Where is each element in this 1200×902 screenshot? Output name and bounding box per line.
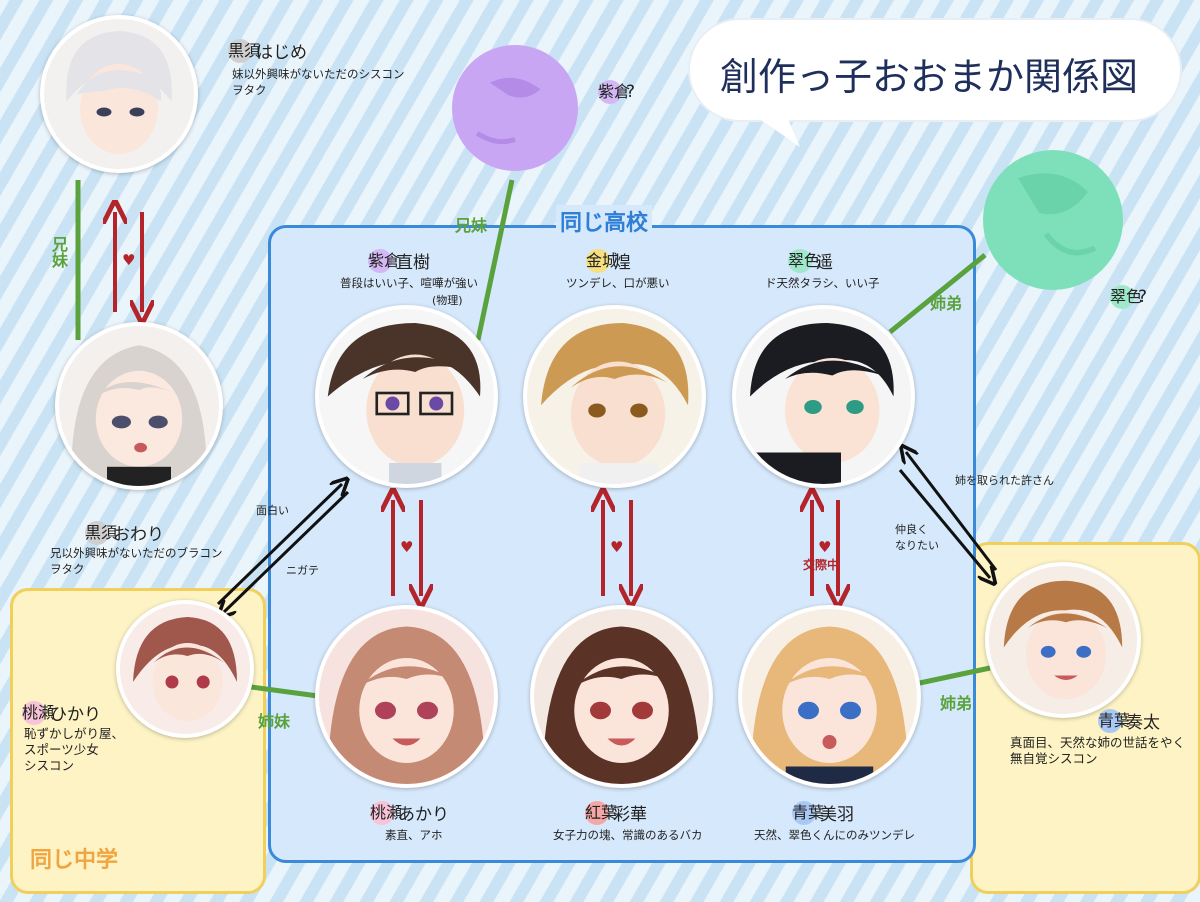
name-suishoku-unknown: 翠色? <box>1110 285 1147 309</box>
label-kurosu-siblings: 兄妹 <box>46 236 70 268</box>
line-aoba-siblings <box>915 668 990 684</box>
desc-naoki-note: (物理) <box>432 292 463 308</box>
line-momose-sisters <box>244 686 318 696</box>
label-aoba-siblings: 姉弟 <box>940 690 972 714</box>
name-ayaka: 紅葉彩華 <box>585 800 647 825</box>
avatar-miu <box>738 605 921 788</box>
name-naoki: 紫倉直樹 <box>368 248 430 273</box>
label-suishoku-siblings: 姉弟 <box>930 290 962 314</box>
heart-kou-ayaka: ♥ <box>610 538 623 556</box>
avatar-ayaka <box>530 605 713 788</box>
desc-haruka: ド天然タラシ、いい子 <box>765 275 880 291</box>
name-shikura-unknown: 紫倉? <box>598 80 635 104</box>
label-momose-sisters: 姉妹 <box>258 708 290 732</box>
label-souta-to-haruka: 姉を取られた許さん <box>955 472 1054 488</box>
avatar-haruka <box>732 305 915 488</box>
heart-kurosu: ♥ <box>122 251 135 269</box>
label-dating: 交際中 <box>803 556 839 573</box>
name-miu: 青葉美羽 <box>792 800 854 825</box>
name-souta: 青葉奏太 <box>1098 708 1160 733</box>
heart-haruka-miu: ♥ <box>818 538 831 556</box>
desc-souta: 真面目、天然な姉の世話をやく無自覚シスコン <box>1010 735 1185 767</box>
desc-hikari: 恥ずかしがり屋、スポーツ少女シスコン <box>24 726 124 774</box>
label-shikura-siblings: 兄妹 <box>455 212 487 236</box>
avatar-naoki <box>315 305 498 488</box>
name-hajime: 黒須はじめ <box>228 38 307 63</box>
desc-kou: ツンデレ、口が悪い <box>566 275 670 291</box>
label-haruka-to-souta: 仲良く なりたい <box>895 522 939 554</box>
desc-miu: 天然、翠色くんにのみツンデレ <box>754 827 915 843</box>
name-kou: 金城煌 <box>586 248 631 273</box>
label-naoki-to-hikari: ニガテ <box>286 562 319 578</box>
name-owari: 黒須おわり <box>85 520 164 545</box>
avatar-owari <box>55 322 223 490</box>
name-hikari: 桃瀬ひかり <box>22 700 101 725</box>
avatar-hajime <box>40 15 198 173</box>
name-haruka: 翠色遥 <box>788 248 833 273</box>
avatar-hikari <box>116 600 254 738</box>
avatar-shikura-unknown <box>452 45 578 171</box>
desc-hajime: 妹以外興味がないただのシスコンヲタク <box>232 66 405 98</box>
label-hikari-to-naoki: 面白い <box>256 502 289 518</box>
avatar-souta <box>985 562 1141 718</box>
heart-naoki-akari: ♥ <box>400 538 413 556</box>
avatar-kou <box>523 305 706 488</box>
line-shikura-siblings <box>478 180 512 340</box>
name-akari: 桃瀬あかり <box>370 800 449 825</box>
desc-naoki: 普段はいい子、喧嘩が強い <box>340 275 478 291</box>
desc-ayaka: 女子力の塊、常識のあるバカ <box>553 827 703 843</box>
avatar-suishoku-unknown <box>983 150 1123 290</box>
avatar-akari <box>315 605 498 788</box>
desc-owari: 兄以外興味がないただのブラコンヲタク <box>50 545 223 577</box>
desc-akari: 素直、アホ <box>385 827 443 843</box>
